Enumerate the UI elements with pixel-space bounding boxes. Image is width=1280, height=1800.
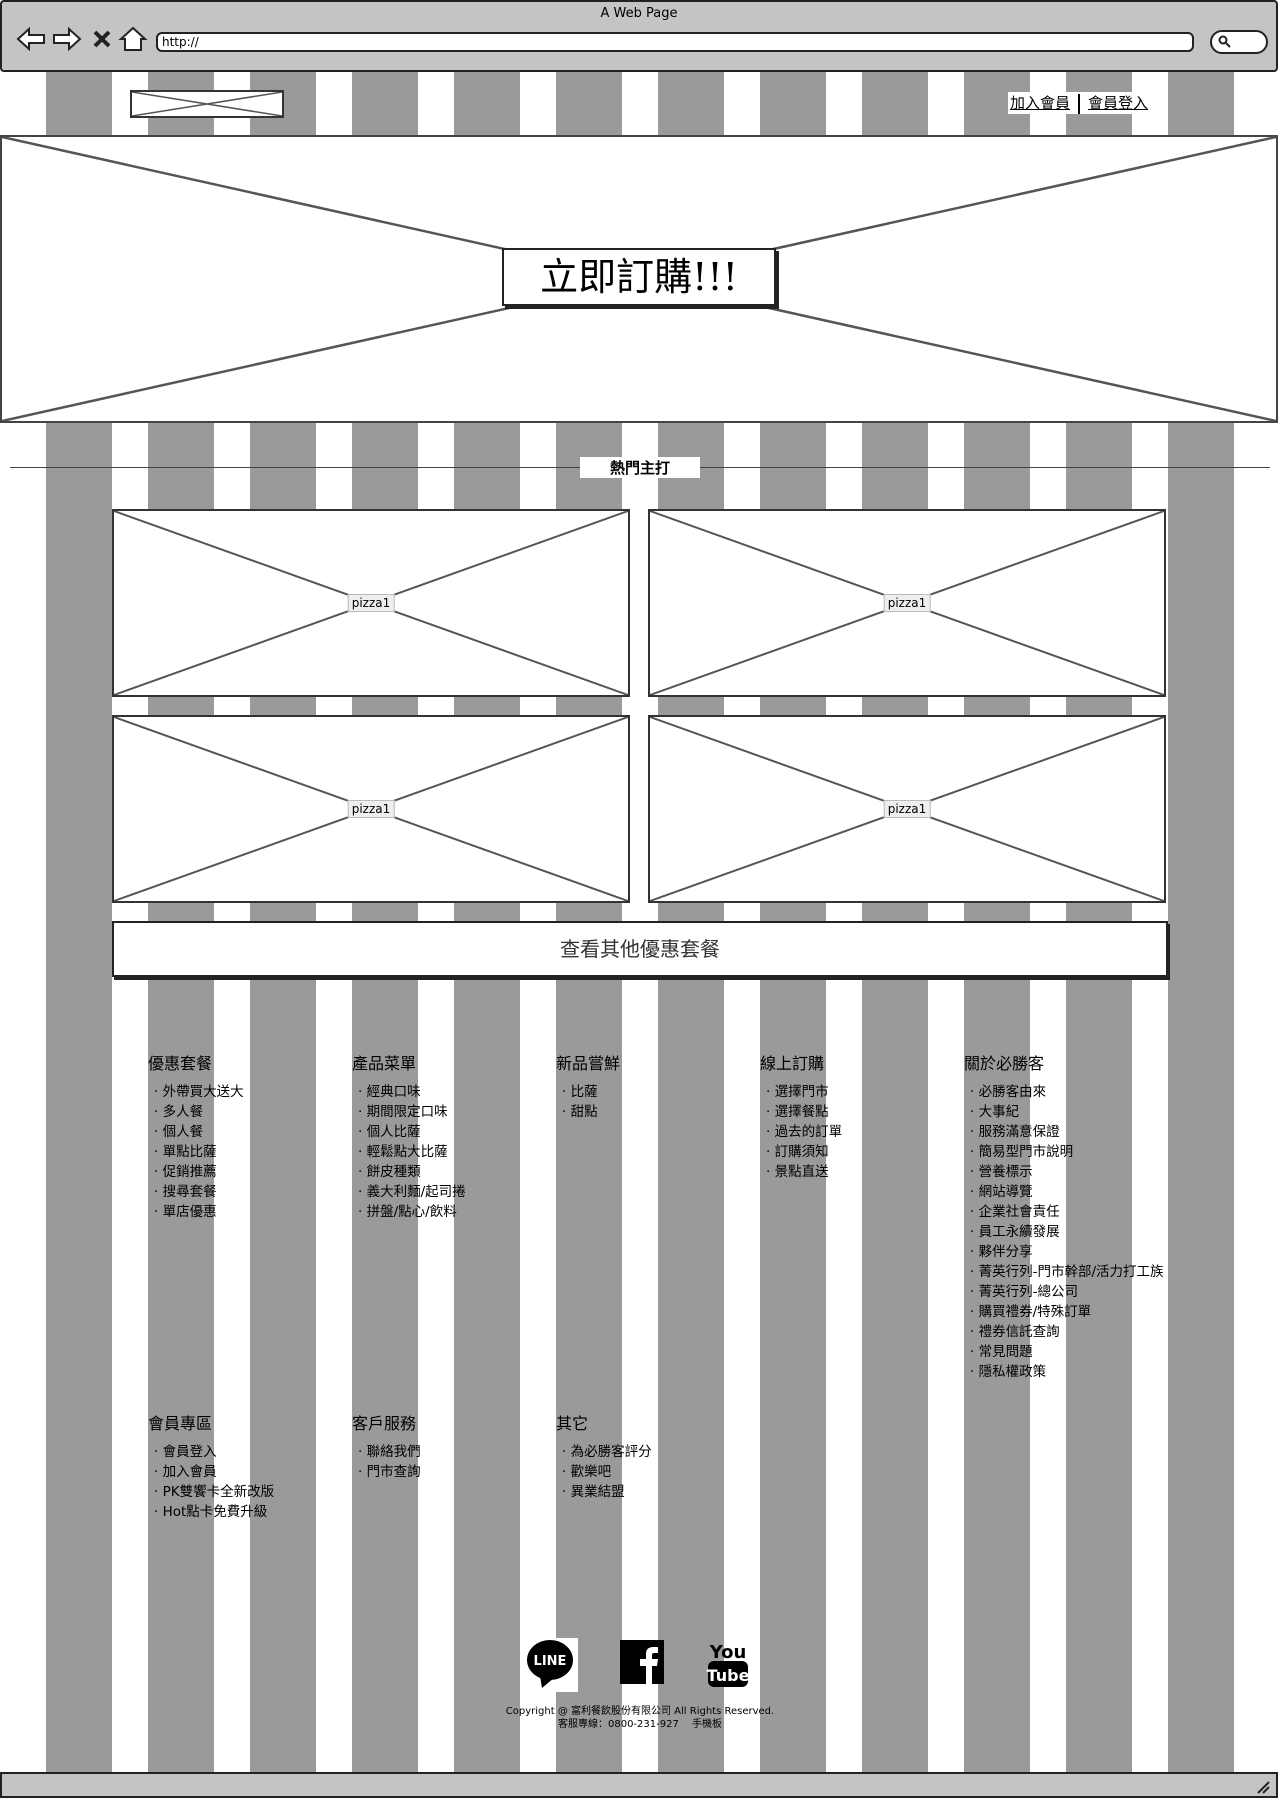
footer-link[interactable]: 夥伴分享 (970, 1242, 1164, 1262)
footer-link[interactable]: 常見問題 (970, 1342, 1164, 1362)
footer-link[interactable]: 會員登入 (154, 1442, 274, 1462)
line-icon[interactable]: LINE (526, 1638, 578, 1692)
footer-link[interactable]: 網站導覽 (970, 1182, 1164, 1202)
footer-column-title: 線上訂購 (760, 1054, 825, 1073)
search-icon (1218, 35, 1231, 48)
product-card[interactable]: pizza1 (648, 715, 1166, 903)
footer-column-members: 會員專區 會員登入 加入會員 PK雙饗卡全新改版 Hot點卡免費升級 (148, 1410, 274, 1522)
footer-link[interactable]: 歡樂吧 (562, 1462, 652, 1482)
copyright: Copyright @ 富利餐飲股份有限公司 All Rights Reserv… (0, 1705, 1280, 1731)
youtube-icon[interactable]: You Tube (702, 1638, 754, 1692)
card-label: pizza1 (883, 800, 931, 818)
footer-link[interactable]: 個人比薩 (358, 1122, 466, 1142)
footer-link[interactable]: 大事紀 (970, 1102, 1164, 1122)
footer-link[interactable]: 為必勝客評分 (562, 1442, 652, 1462)
footer-link[interactable]: 訂購須知 (766, 1142, 842, 1162)
footer-link[interactable]: 景點直送 (766, 1162, 842, 1182)
forward-arrow-icon[interactable] (52, 26, 82, 52)
footer-link[interactable]: 購買禮券/特殊訂單 (970, 1302, 1164, 1322)
footer-link[interactable]: 過去的訂單 (766, 1122, 843, 1142)
footer-link[interactable]: 促銷推薦 (154, 1162, 244, 1182)
footer-column-deals: 優惠套餐 外帶買大送大 多人餐 個人餐 單點比薩 促銷推薦 搜尋套餐 單店優惠 (148, 1050, 244, 1222)
footer-column-title: 會員專區 (148, 1414, 213, 1433)
footer-link[interactable]: 拼盤/點心/飲料 (358, 1202, 466, 1222)
footer-link[interactable]: 企業社會責任 (970, 1202, 1164, 1222)
section-divider-left (10, 467, 588, 468)
close-icon[interactable] (90, 26, 114, 52)
view-more-deals-button[interactable]: 查看其他優惠套餐 (112, 921, 1168, 977)
line-icon-label: LINE (534, 1654, 567, 1669)
footer-link[interactable]: PK雙饗卡全新改版 (154, 1482, 275, 1502)
footer-link[interactable]: 菁英行列-門市幹部/活力打工族 (970, 1262, 1164, 1282)
browser-search-field[interactable] (1210, 30, 1268, 54)
section-divider-right (692, 467, 1270, 468)
order-now-button[interactable]: 立即訂購!!! (502, 248, 776, 306)
browser-toolbar: A Web Page http:// (0, 0, 1278, 72)
member-links: 加入會員會員登入 (1007, 92, 1150, 114)
footer-column-title: 關於必勝客 (964, 1054, 1045, 1073)
footer-link[interactable]: 簡易型門市說明 (970, 1142, 1164, 1162)
footer-link[interactable]: 個人餐 (154, 1122, 244, 1142)
footer-column-title: 優惠套餐 (148, 1054, 213, 1073)
status-bar (0, 1772, 1278, 1798)
footer-column-other: 其它 為必勝客評分 歡樂吧 異業結盟 (556, 1410, 652, 1502)
resize-grip-icon[interactable] (1254, 1778, 1270, 1794)
youtube-icon-bottom-label: Tube (707, 1666, 750, 1685)
footer-link[interactable]: 必勝客由來 (970, 1082, 1164, 1102)
footer-link[interactable]: 隱私權政策 (970, 1362, 1164, 1382)
footer-column-title: 其它 (556, 1414, 589, 1433)
site-logo-placeholder[interactable] (130, 90, 284, 118)
footer-column-title: 客戶服務 (352, 1414, 417, 1433)
footer-column-new: 新品嘗鮮 比薩 甜點 (556, 1050, 620, 1122)
footer-link[interactable]: 選擇門市 (766, 1082, 842, 1102)
back-arrow-icon[interactable] (16, 26, 46, 52)
footer-link[interactable]: 選擇餐點 (766, 1102, 842, 1122)
footer-column-order: 線上訂購 選擇門市 選擇餐點 過去的訂單 訂購須知 景點直送 (760, 1050, 842, 1182)
card-label: pizza1 (883, 594, 931, 612)
footer-link[interactable]: 輕鬆點大比薩 (358, 1142, 466, 1162)
footer-link[interactable]: 搜尋套餐 (154, 1182, 244, 1202)
copyright-line: Copyright @ 富利餐飲股份有限公司 All Rights Reserv… (505, 1706, 775, 1717)
footer-link[interactable]: 多人餐 (154, 1102, 244, 1122)
url-input[interactable]: http:// (156, 32, 1194, 52)
product-card[interactable]: pizza1 (112, 509, 630, 697)
footer-link[interactable]: Hot點卡免費升級 (154, 1502, 274, 1522)
facebook-icon[interactable] (618, 1638, 670, 1692)
footer-link[interactable]: 異業結盟 (562, 1482, 652, 1502)
member-login-link[interactable]: 會員登入 (1087, 94, 1148, 112)
footer-column-title: 產品菜單 (352, 1054, 417, 1073)
footer-link[interactable]: 禮券信託查詢 (970, 1322, 1164, 1342)
footer-link[interactable]: 餅皮種類 (358, 1162, 466, 1182)
footer-column-menu: 產品菜單 經典口味 期間限定口味 個人比薩 輕鬆點大比薩 餅皮種類 義大利麵/起… (352, 1050, 466, 1222)
footer-link[interactable]: 菁英行列-總公司 (970, 1282, 1164, 1302)
window-title: A Web Page (600, 6, 678, 21)
footer-link[interactable]: 單點比薩 (154, 1142, 244, 1162)
product-card[interactable]: pizza1 (648, 509, 1166, 697)
product-card[interactable]: pizza1 (112, 715, 630, 903)
footer-link[interactable]: 員工永續發展 (970, 1222, 1164, 1242)
footer-link[interactable]: 期間限定口味 (358, 1102, 466, 1122)
footer-link[interactable]: 聯絡我們 (358, 1442, 421, 1462)
footer-link[interactable]: 營養標示 (970, 1162, 1164, 1182)
link-divider (1077, 93, 1080, 114)
footer-link[interactable]: 義大利麵/起司捲 (358, 1182, 466, 1202)
footer-column-service: 客戶服務 聯絡我們 門市查詢 (352, 1410, 421, 1482)
footer-link[interactable]: 甜點 (562, 1102, 620, 1122)
footer-link[interactable]: 單店優惠 (154, 1202, 244, 1222)
footer-link[interactable]: 門市查詢 (358, 1462, 421, 1482)
footer-link[interactable]: 服務滿意保證 (970, 1122, 1164, 1142)
footer-link[interactable]: 經典口味 (358, 1082, 466, 1102)
customer-service-line: 客服專線：0800-231-927 手機板 (557, 1719, 723, 1730)
footer-column-about: 關於必勝客 必勝客由來 大事紀 服務滿意保證 簡易型門市說明 營養標示 網站導覽… (964, 1050, 1164, 1382)
youtube-icon-top-label: You (709, 1642, 747, 1663)
footer-link[interactable]: 外帶買大送大 (154, 1082, 244, 1102)
footer-link[interactable]: 比薩 (562, 1082, 620, 1102)
card-label: pizza1 (347, 800, 395, 818)
join-member-link[interactable]: 加入會員 (1009, 94, 1070, 112)
card-label: pizza1 (347, 594, 395, 612)
hot-section-title: 熱門主打 (580, 457, 700, 478)
footer-column-title: 新品嘗鮮 (556, 1054, 621, 1073)
footer-link[interactable]: 加入會員 (154, 1462, 274, 1482)
home-icon[interactable] (118, 26, 148, 52)
